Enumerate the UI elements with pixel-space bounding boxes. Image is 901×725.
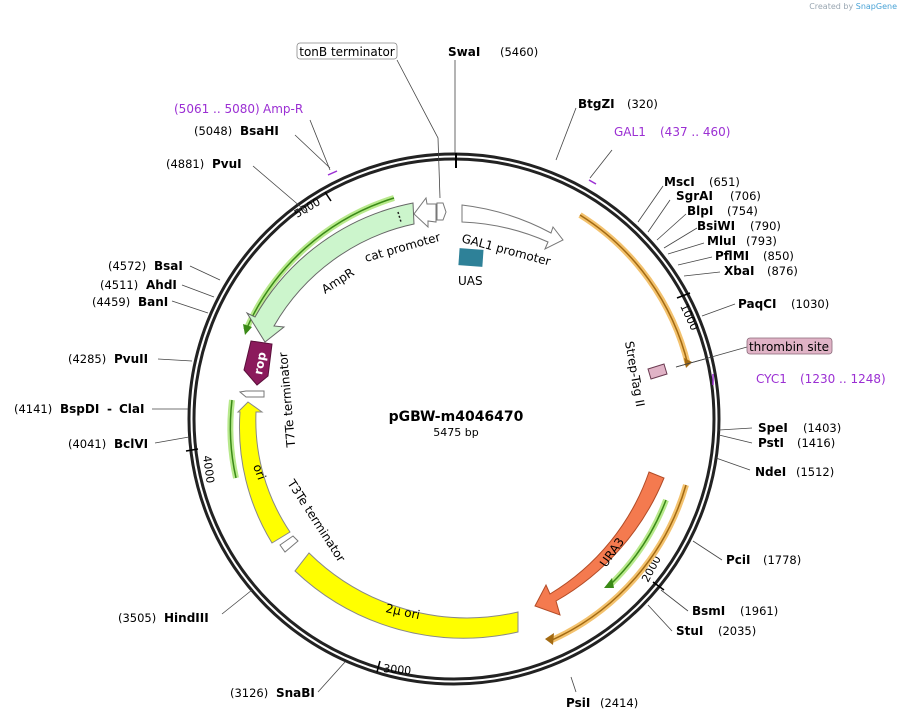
enzyme-xbai: XbaI: [724, 264, 754, 278]
thrombin-site-label: thrombin site: [749, 340, 829, 354]
enzyme-bani: BanI: [138, 295, 168, 309]
tick-4000: 4000: [200, 455, 217, 485]
svg-text:(1403): (1403): [803, 421, 841, 435]
uas-label: UAS: [458, 274, 483, 288]
primer-cyc1-range: (1230 .. 1248): [800, 372, 886, 386]
enzyme-swai: SwaI: [448, 45, 480, 59]
ampr-label: AmpR: [319, 265, 357, 296]
rop-arrow[interactable]: [243, 340, 273, 386]
rop-label: rop: [251, 350, 269, 375]
enzyme-psii: PsiI: [566, 696, 590, 710]
enzyme-bsahi: BsaHI: [240, 124, 279, 138]
two-micron-ori-arrow[interactable]: [294, 552, 519, 639]
svg-text:(5048): (5048): [194, 124, 232, 138]
svg-text:(4285): (4285): [68, 352, 106, 366]
svg-text:(2035): (2035): [718, 624, 756, 638]
enzyme-ndei: NdeI: [755, 465, 786, 479]
backbone-inner: [192, 157, 716, 681]
primer-gal1-range: (437 .. 460): [660, 125, 730, 139]
svg-text:(4459): (4459): [92, 295, 130, 309]
svg-text:(1778): (1778): [763, 553, 801, 567]
svg-text:(320): (320): [627, 97, 658, 111]
uas-box[interactable]: [458, 248, 484, 267]
primer-amp-r-range: (5061 .. 5080): [174, 102, 260, 116]
enzyme-bsmi: BsmI: [692, 604, 725, 618]
svg-text:(706): (706): [730, 189, 761, 203]
enzyme-bsiwi: BsiWI: [697, 219, 735, 233]
t7te-terminator-arrow[interactable]: [238, 390, 265, 398]
enzyme-pvui: PvuI: [212, 157, 242, 171]
svg-text:(5460): (5460): [500, 45, 538, 59]
svg-text:(4511): (4511): [100, 278, 138, 292]
svg-text:(4572): (4572): [108, 259, 146, 273]
ori-arrow[interactable]: [236, 401, 291, 544]
enzyme-bclvi: BclVI: [114, 437, 148, 451]
t3te-terminator-arrow[interactable]: [279, 535, 299, 553]
enzyme-paqci: PaqCI: [738, 297, 776, 311]
svg-text:(651): (651): [709, 175, 740, 189]
enzyme-bsai: BsaI: [154, 259, 183, 273]
ampr-arrow[interactable]: [245, 202, 415, 343]
svg-text:(1961): (1961): [740, 604, 778, 618]
svg-text:-: -: [107, 402, 112, 416]
tonb-terminator-arrow[interactable]: [436, 202, 447, 221]
enzyme-psti: PstI: [758, 436, 784, 450]
svg-text:(790): (790): [750, 219, 781, 233]
strep-tag-label: Strep-Tag II: [622, 340, 647, 408]
enzyme-snabi: SnaBI: [276, 686, 315, 700]
thrombin-site-box[interactable]: [647, 363, 668, 380]
svg-text:(3505): (3505): [118, 611, 156, 625]
svg-text:(850): (850): [763, 249, 794, 263]
t7te-terminator-label: T7Te terminator: [276, 352, 298, 449]
ori-label: ori: [250, 462, 268, 481]
plasmid-name: pGBW-m4046470: [389, 409, 524, 425]
svg-text:(4141): (4141): [14, 402, 52, 416]
enzyme-spei: SpeI: [758, 421, 788, 435]
cat-promoter-arrow[interactable]: [413, 196, 437, 229]
svg-text:(876): (876): [767, 264, 798, 278]
svg-text:(1416): (1416): [797, 436, 835, 450]
enzyme-clai: ClaI: [119, 402, 144, 416]
enzyme-stui: StuI: [676, 624, 703, 638]
snapgene-credit: Created by SnapGene: [809, 2, 897, 11]
svg-text:(793): (793): [746, 234, 777, 248]
svg-text:(3126): (3126): [230, 686, 268, 700]
svg-text:(4881): (4881): [166, 157, 204, 171]
enzyme-pcii: PciI: [726, 553, 751, 567]
enzyme-pvuii: PvuII: [114, 352, 148, 366]
enzyme-msci: MscI: [664, 175, 695, 189]
enzyme-mlui: MluI: [707, 234, 736, 248]
svg-text:(2414): (2414): [600, 696, 638, 710]
backbone-outer: [187, 152, 721, 686]
plasmid-length: 5475 bp: [433, 426, 478, 439]
t3te-terminator-label: T3Te terminator: [284, 476, 348, 564]
enzyme-pflmi: PflMI: [715, 249, 749, 263]
svg-text:(4041): (4041): [68, 437, 106, 451]
gal1-promoter-arrow[interactable]: [461, 204, 564, 251]
svg-text:(754): (754): [727, 204, 758, 218]
tonb-terminator-label: tonB terminator: [299, 45, 395, 59]
enzyme-btgzi: BtgZI: [578, 97, 615, 111]
enzyme-hindiii: HindIII: [164, 611, 209, 625]
primer-amp-r-name: Amp-R: [263, 102, 303, 116]
primer-gal1-name: GAL1: [614, 125, 646, 139]
enzyme-blpi: BlpI: [687, 204, 713, 218]
svg-text:(1030): (1030): [791, 297, 829, 311]
enzyme-bspdi: BspDI: [60, 402, 99, 416]
tonb-label-box: [296, 42, 398, 60]
thrombin-label-box: [746, 337, 833, 355]
enzyme-sgrai: SgrAI: [676, 189, 713, 203]
tick-3000: 3000: [383, 662, 412, 677]
enzyme-ahdi: AhdI: [146, 278, 177, 292]
ura3-arrow[interactable]: [534, 471, 665, 616]
svg-text:(1512): (1512): [796, 465, 834, 479]
primer-cyc1-name: CYC1: [756, 372, 787, 386]
